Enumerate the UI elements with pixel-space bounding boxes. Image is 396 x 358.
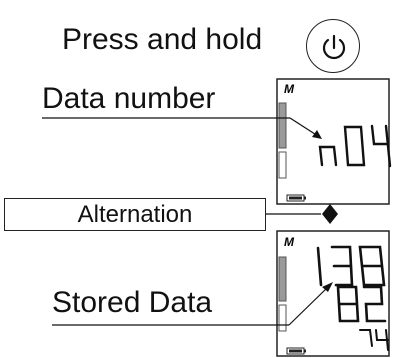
data-number-label: Data number [42,82,216,115]
cuff-bar-bottom-upper [278,256,287,302]
stored-data-pointer [52,282,333,326]
lcd-reading-top: n04 [333,179,335,181]
lcd-value-1: 138 [340,299,342,301]
lcd-reading-n04 [318,124,392,168]
lcd-display-top: M n04 [276,78,392,205]
memory-indicator-top: M [284,82,295,96]
lcd-reading-74 [359,329,389,351]
lcd-reading-82 [336,285,387,323]
battery-icon [286,194,306,202]
cuff-bar-top-upper [278,102,287,149]
stored-data-label: Stored Data [52,286,213,319]
lcd-reading-138 [316,245,386,287]
power-button [306,19,360,73]
alternation-connector [266,204,338,224]
alternation-box [4,198,266,231]
cuff-bar-top-lower [278,151,287,179]
data-number-pointer [42,117,322,139]
up-down-arrow-icon [322,204,338,214]
cuff-bar-bottom-lower [278,304,287,332]
instruction-title: Press and hold [62,23,263,56]
battery-icon [286,347,306,355]
memory-indicator-bottom: M [284,235,295,249]
power-icon [322,34,346,60]
alternation-label: Alternation [77,201,193,228]
lcd-display-bottom: M 138 82 74 [276,230,390,357]
